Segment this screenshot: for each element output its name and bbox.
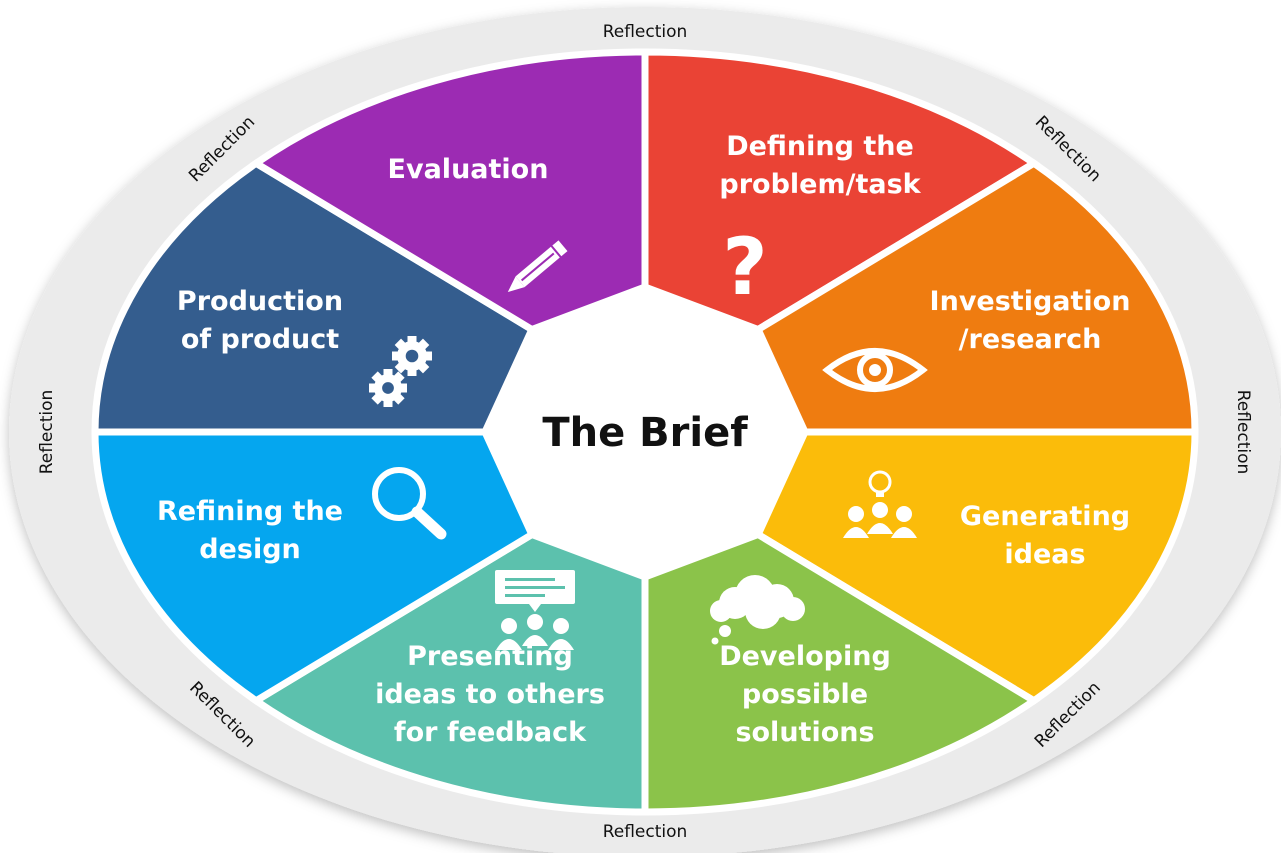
segment-wedge xyxy=(641,48,1041,334)
lightbulb-team-icon xyxy=(843,470,917,538)
segment-label: Evaluation xyxy=(388,154,549,185)
segment-2: Investigation/research xyxy=(753,159,1199,436)
eye-icon xyxy=(822,348,928,392)
reflection-label: Reflection xyxy=(37,390,57,475)
segment-8: Evaluation xyxy=(249,48,649,334)
magnifier-icon xyxy=(372,467,447,540)
segment-label: Investigation/research xyxy=(930,286,1131,355)
reflection-label: Reflection xyxy=(603,822,688,842)
center-title: The Brief xyxy=(542,410,748,456)
reflection-label: Reflection xyxy=(603,22,688,42)
segment-wedge xyxy=(753,428,1199,705)
presentation-audience-icon xyxy=(495,570,575,650)
thought-cloud-icon xyxy=(710,575,805,645)
svg-text:?: ? xyxy=(722,223,767,313)
question-mark-icon: ? xyxy=(722,223,767,313)
pencil-icon xyxy=(507,240,568,292)
segment-wedge xyxy=(753,159,1199,436)
reflection-label: Reflection xyxy=(1233,390,1253,475)
gears-icon xyxy=(369,336,432,407)
center-octagon xyxy=(485,287,805,577)
